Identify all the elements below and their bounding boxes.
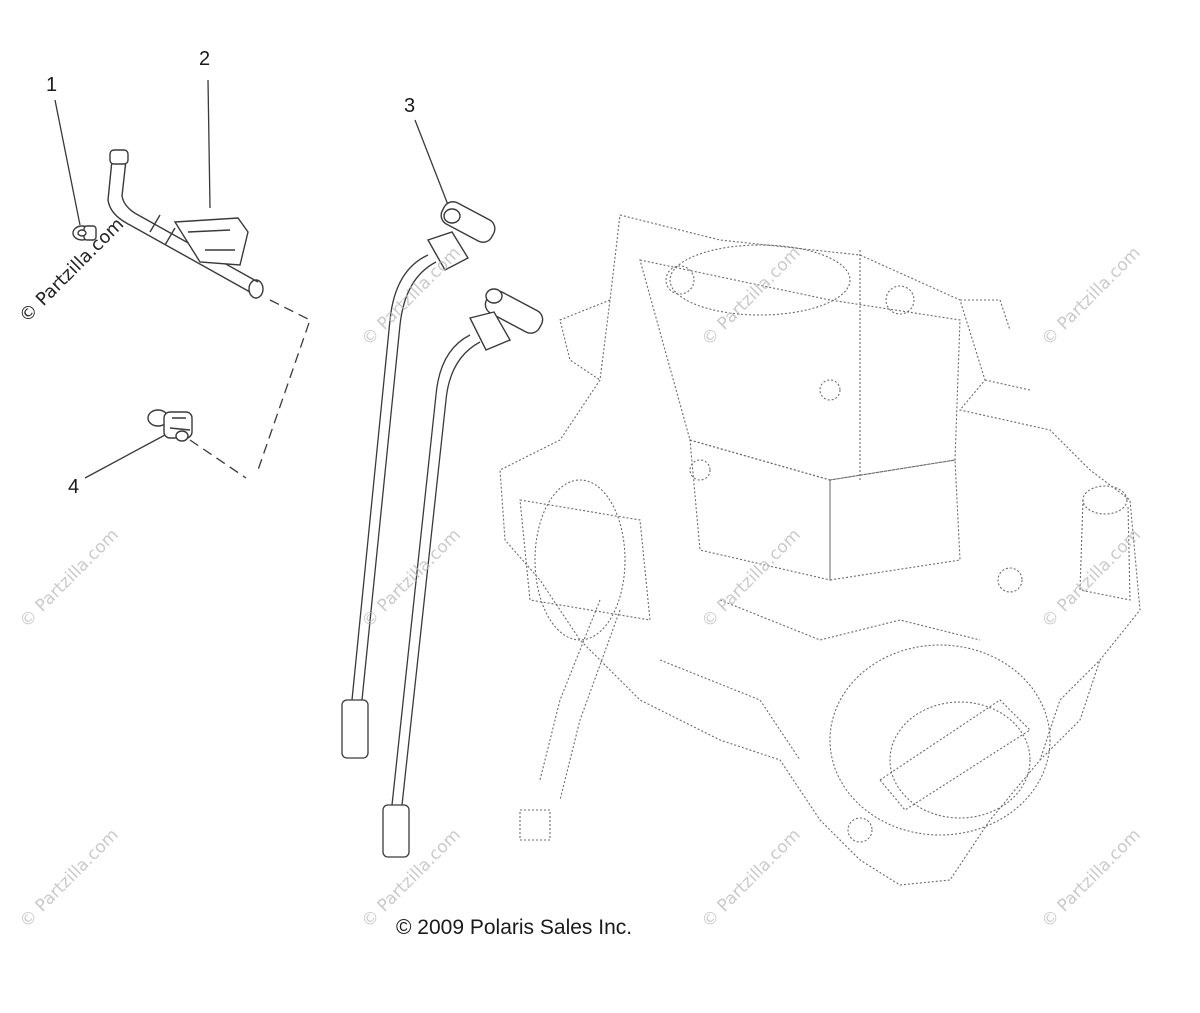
leader-line-3 bbox=[414, 119, 451, 211]
leader-line-1 bbox=[54, 99, 81, 226]
part-2-fuel-rail bbox=[107, 149, 264, 299]
leader-line-2 bbox=[207, 79, 211, 209]
part-1-fitting bbox=[72, 225, 97, 241]
callout-2: 2 bbox=[199, 48, 211, 70]
copyright-notice: © 2009 Polaris Sales Inc. bbox=[396, 916, 633, 939]
callout-4: 4 bbox=[68, 476, 80, 498]
leader-line-4 bbox=[84, 434, 166, 479]
part-3-injector-upper bbox=[426, 201, 496, 271]
injector-harness-wires bbox=[341, 254, 481, 858]
callout-1: 1 bbox=[46, 74, 58, 96]
part-3-injector-lower bbox=[468, 288, 544, 351]
assembly-dash-line bbox=[189, 299, 311, 479]
callout-3: 3 bbox=[404, 95, 416, 117]
part-4-clip bbox=[147, 409, 193, 442]
engine-assembly bbox=[499, 214, 1141, 886]
